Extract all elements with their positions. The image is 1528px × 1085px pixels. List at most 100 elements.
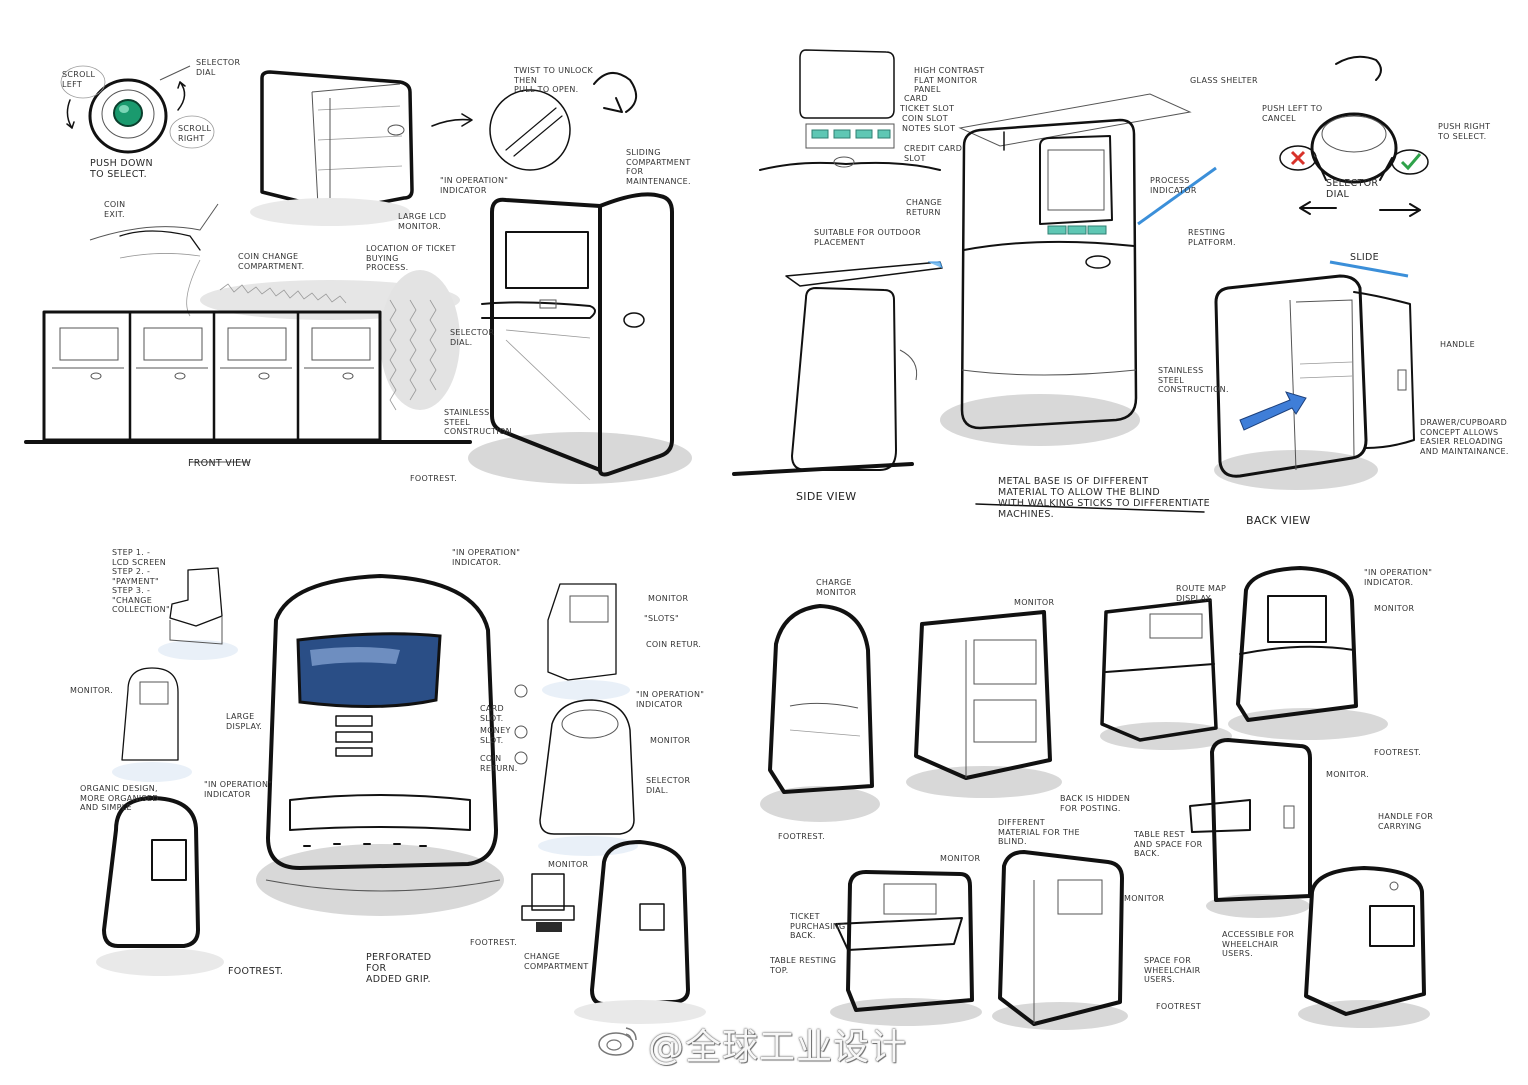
label-monitor-4: MONITOR — [548, 860, 589, 869]
label-footrest-br-2: FOOTREST. — [1374, 748, 1421, 757]
label-selector-dial: SELECTOR DIAL — [196, 58, 241, 77]
label-scroll-left: SCROLL LEFT — [62, 70, 96, 89]
label-handle-carrying: HANDLE FOR CARRYING — [1378, 812, 1434, 831]
label-stainless-tr: STAINLESS STEEL CONSTRUCTION. — [1158, 366, 1229, 394]
label-route-map: ROUTE MAP DISPLAY. — [1176, 584, 1227, 603]
label-coin-change: COIN CHANGE COMPARTMENT. — [238, 252, 305, 271]
small-kiosk-1 — [158, 567, 238, 660]
label-table-rest: TABLE REST AND SPACE FOR BACK. — [1134, 830, 1203, 858]
label-scroll-right: SCROLL RIGHT — [178, 124, 212, 143]
organic-kiosk-large — [256, 574, 504, 916]
kiosk-in-operation — [1228, 566, 1388, 740]
label-push-left: PUSH LEFT TO CANCEL — [1262, 104, 1323, 123]
label-glass-shelter: GLASS SHELTER — [1190, 76, 1258, 85]
label-in-operation-br: "IN OPERATION" INDICATOR. — [1364, 568, 1433, 587]
label-notes-slot: NOTES SLOT — [902, 124, 956, 133]
kiosk-handle — [1189, 738, 1312, 918]
label-perforated: PERFORATED FOR ADDED GRIP. — [366, 952, 432, 985]
label-push-right: PUSH RIGHT TO SELECT. — [1438, 122, 1491, 141]
change-compartment-detail — [521, 873, 575, 932]
label-stainless: STAINLESS STEEL CONSTRUCTION — [444, 408, 512, 436]
label-in-operation: "IN OPERATION" INDICATOR — [440, 176, 509, 195]
label-ticket-purchasing: TICKET PURCHASING BACK. — [790, 912, 846, 940]
label-back-hidden: BACK IS HIDDEN FOR POSTING. — [1060, 794, 1131, 813]
label-change-compartment: CHANGE COMPARTMENT — [524, 952, 589, 971]
label-monitor-br-3: MONITOR. — [1326, 770, 1369, 779]
label-footrest-bl: FOOTREST. — [228, 966, 284, 977]
label-twist-unlock: TWIST TO UNLOCK THEN PULL TO OPEN. — [514, 66, 594, 94]
label-monitor-br-4: MONITOR — [940, 854, 981, 863]
kiosk-arched — [760, 604, 880, 822]
label-card-slot: CARD SLOT. — [480, 704, 504, 723]
label-monitor-br-1: MONITOR — [1014, 598, 1055, 607]
label-card: CARD — [904, 94, 928, 103]
label-selector-dial-tr: SELECTOR DIAL — [1326, 178, 1379, 200]
label-in-operation-bl-2: "IN OPERATION" INDICATOR — [636, 690, 705, 709]
small-kiosk-monitor — [542, 583, 630, 700]
label-side-view: SIDE VIEW — [796, 490, 857, 503]
label-monitor-br-5: MONITOR — [1124, 894, 1165, 903]
label-drawer-concept: DRAWER/CUPBOARD CONCEPT ALLOWS EASIER RE… — [1420, 418, 1509, 456]
small-kiosk-3 — [96, 796, 224, 976]
kiosk-box-monitor — [906, 610, 1062, 798]
label-large-display: LARGE DISPLAY. — [226, 712, 263, 731]
label-handle: HANDLE — [1440, 340, 1475, 349]
sheltered-kiosk — [940, 93, 1217, 446]
bottom-right-quadrant — [760, 566, 1430, 1030]
label-front-view: FRONT VIEW — [188, 458, 252, 469]
small-kiosk-round — [538, 699, 638, 856]
label-resting-platform: RESTING PLATFORM. — [1188, 228, 1236, 247]
front-panel-detail — [759, 49, 941, 171]
label-process-indicator: PROCESS INDICATOR — [1150, 176, 1197, 195]
bottom-left-quadrant — [96, 567, 706, 1024]
label-organic-design: ORGANIC DESIGN, MORE ORGANISED AND SIMPL… — [80, 784, 159, 812]
kiosk-table-top — [830, 870, 982, 1026]
label-space-wheelchair: SPACE FOR WHEELCHAIR USERS. — [1144, 956, 1201, 984]
label-credit-card-slot: CREDIT CARD SLOT — [904, 144, 963, 163]
label-monitor-3: MONITOR — [650, 736, 691, 745]
label-different-material: DIFFERENT MATERIAL FOR THE BLIND. — [998, 818, 1080, 846]
label-sliding-compartment: SLIDING COMPARTMENT FOR MAINTENANCE. — [626, 148, 691, 186]
label-coin-return-2: COIN RETUR. — [646, 640, 702, 649]
top-left-quadrant — [24, 65, 692, 484]
label-change-return: CHANGE RETURN — [906, 198, 943, 217]
label-slots: "SLOTS" — [644, 614, 679, 623]
label-coin-exit: COIN EXIT. — [104, 200, 126, 219]
label-in-operation-bl: "IN OPERATION" INDICATOR. — [452, 548, 521, 567]
selector-dial-cancel-select — [1279, 55, 1429, 217]
weibo-logo-icon — [598, 1027, 637, 1056]
label-footrest: FOOTREST. — [410, 474, 457, 483]
label-footrest-bl-2: FOOTREST. — [470, 938, 517, 947]
label-selector-dial-2: SELECTOR DIAL. — [450, 328, 495, 347]
small-kiosk-2 — [112, 667, 192, 782]
label-selector-dial-bl: SELECTOR DIAL. — [646, 776, 691, 795]
drawer-box-sketch — [250, 70, 414, 226]
selector-dial-sketch — [60, 65, 215, 154]
label-in-operation-bl-3: "IN OPERATION" INDICATOR — [204, 780, 273, 799]
label-coin-slot: COIN SLOT — [902, 114, 948, 123]
label-back-view: BACK VIEW — [1246, 514, 1311, 527]
front-view-row — [24, 310, 472, 463]
label-coin-return: COIN RETURN. — [480, 754, 518, 773]
label-ticket-slot: TICKET SLOT — [900, 104, 955, 113]
label-high-contrast: HIGH CONTRAST FLAT MONITOR PANEL — [914, 66, 985, 94]
kiosk-accessible — [1298, 866, 1430, 1028]
watermark-text: @全球工业设计 — [648, 1027, 908, 1068]
label-footrest-br-1: FOOTREST. — [778, 832, 825, 841]
small-kiosk-tall — [574, 840, 706, 1024]
label-metal-base: METAL BASE IS OF DIFFERENT MATERIAL TO A… — [998, 476, 1210, 520]
twist-lock-sketch — [489, 72, 637, 171]
label-steps: STEP 1. - LCD SCREEN STEP 2. - "PAYMENT"… — [112, 548, 170, 614]
label-accessible: ACCESSIBLE FOR WHEELCHAIR USERS. — [1222, 930, 1295, 958]
main-kiosk-perspective — [468, 192, 692, 484]
bush-hatching — [200, 270, 460, 411]
label-monitor-2: MONITOR — [648, 594, 689, 603]
label-slide: SLIDE — [1350, 252, 1379, 263]
label-monitor-small: MONITOR. — [70, 686, 113, 695]
label-table-resting: TABLE RESTING TOP. — [770, 956, 837, 975]
label-monitor-br-2: MONITOR — [1374, 604, 1415, 613]
label-large-lcd: LARGE LCD MONITOR. — [398, 212, 447, 231]
back-view-kiosk — [1214, 260, 1415, 490]
